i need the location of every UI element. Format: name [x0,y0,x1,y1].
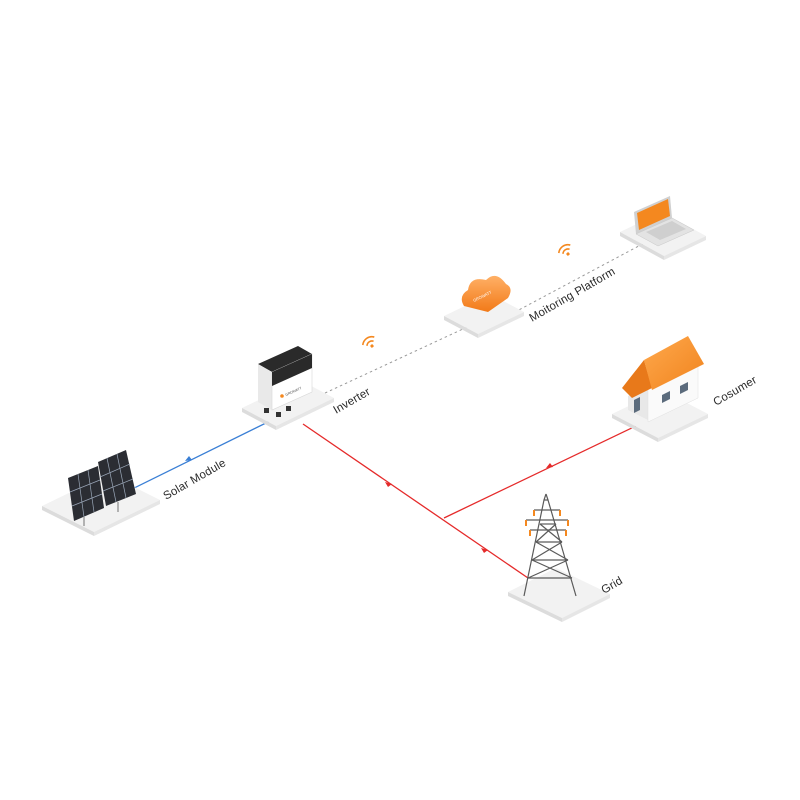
inverter-label: Inverter [332,386,373,417]
transmission-tower-icon [523,493,577,597]
dc-arrow-icon [185,456,192,461]
inverter-icon: GROWATT [258,346,313,417]
platform [444,294,524,338]
connection-lines [117,239,651,579]
grid-label: Grid [600,575,626,597]
ac-line-inverter-to-grid [302,423,529,579]
laptop-icon [634,196,695,247]
inverter-brand-text: GROWATT [285,386,303,397]
solar-panel-icon [68,450,136,526]
wifi-signal-icon [558,243,571,256]
laptop-node [620,196,706,260]
ac-line-to-consumer [443,423,641,519]
house-icon [622,336,704,423]
monitoring-platform-node: GROWATT Moitoring Platform [444,266,617,338]
platform [508,568,610,622]
solar-module-node: Solar Module [42,450,228,536]
inverter-node: GROWATT Inverter [242,346,373,430]
ac-arrow-icon [385,482,392,487]
consumer-label: Cosumer [712,374,760,408]
monitoring-platform-label: Moitoring Platform [528,266,618,325]
insulator-icons [525,510,569,536]
consumer-node: Cosumer [612,336,759,442]
wifi-signal-icon [362,335,375,348]
grid-node: Grid [508,493,626,622]
ac-arrow-icon [546,463,553,468]
dc-line-solar-to-inverter [117,419,273,497]
data-line-inverter-to-cloud [309,321,479,401]
solar-module-label: Solar Module [162,457,229,502]
data-line-cloud-to-laptop [499,239,651,321]
cloud-icon: GROWATT [461,275,511,312]
ac-arrow-icon [481,548,488,553]
